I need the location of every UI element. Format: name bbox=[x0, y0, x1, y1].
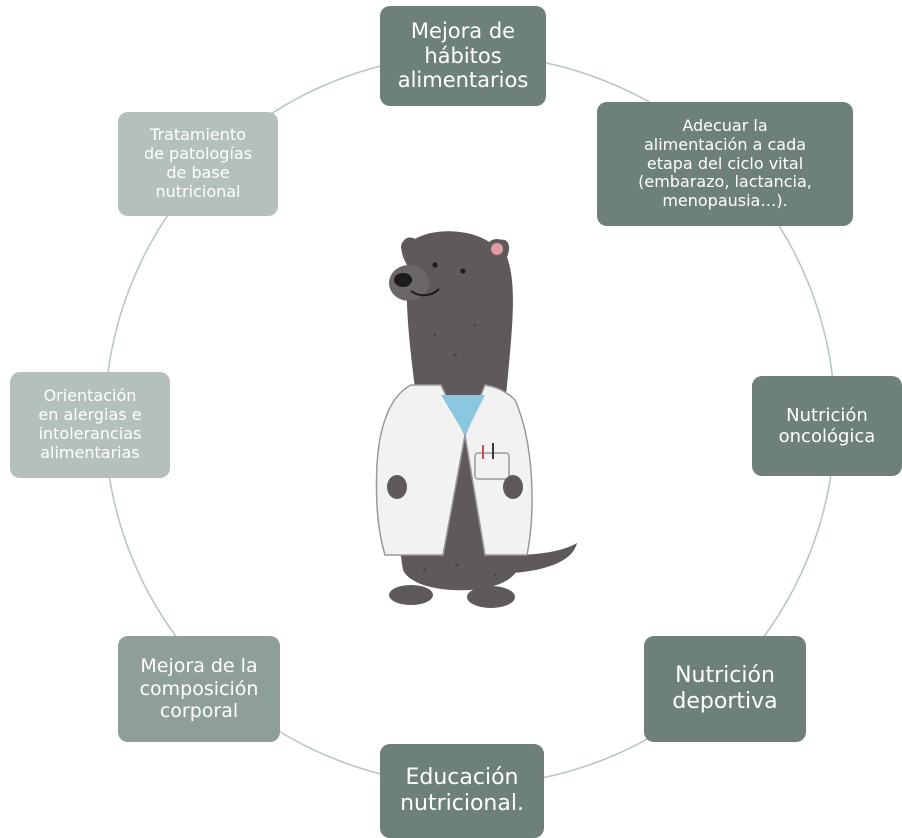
node-label: Nutrición deportiva bbox=[672, 663, 778, 714]
node-label: Nutrición oncológica bbox=[778, 404, 876, 447]
node-tratamiento-patologias: Tratamiento de patologías de base nutric… bbox=[118, 112, 278, 216]
node-nutricion-oncologica: Nutrición oncológica bbox=[752, 376, 902, 476]
node-label: Tratamiento de patologías de base nutric… bbox=[143, 125, 253, 201]
node-mejora-habitos: Mejora de hábitos alimentarios bbox=[380, 6, 546, 106]
node-label: Mejora de hábitos alimentarios bbox=[397, 18, 529, 93]
node-label: Orientación en alergias e intolerancias … bbox=[38, 386, 142, 462]
node-mejora-composicion: Mejora de la composición corporal bbox=[118, 636, 280, 742]
node-label: Adecuar la alimentación a cada etapa del… bbox=[638, 115, 812, 211]
node-educacion-nutricional: Educación nutricional. bbox=[380, 744, 544, 838]
otter-illustration bbox=[375, 231, 577, 608]
node-orientacion-alergias: Orientación en alergias e intolerancias … bbox=[10, 372, 170, 478]
node-label: Mejora de la composición corporal bbox=[139, 655, 259, 723]
node-adecuar-alimentacion: Adecuar la alimentación a cada etapa del… bbox=[597, 102, 853, 226]
node-label: Educación nutricional. bbox=[400, 765, 524, 816]
node-nutricion-deportiva: Nutrición deportiva bbox=[644, 636, 806, 742]
